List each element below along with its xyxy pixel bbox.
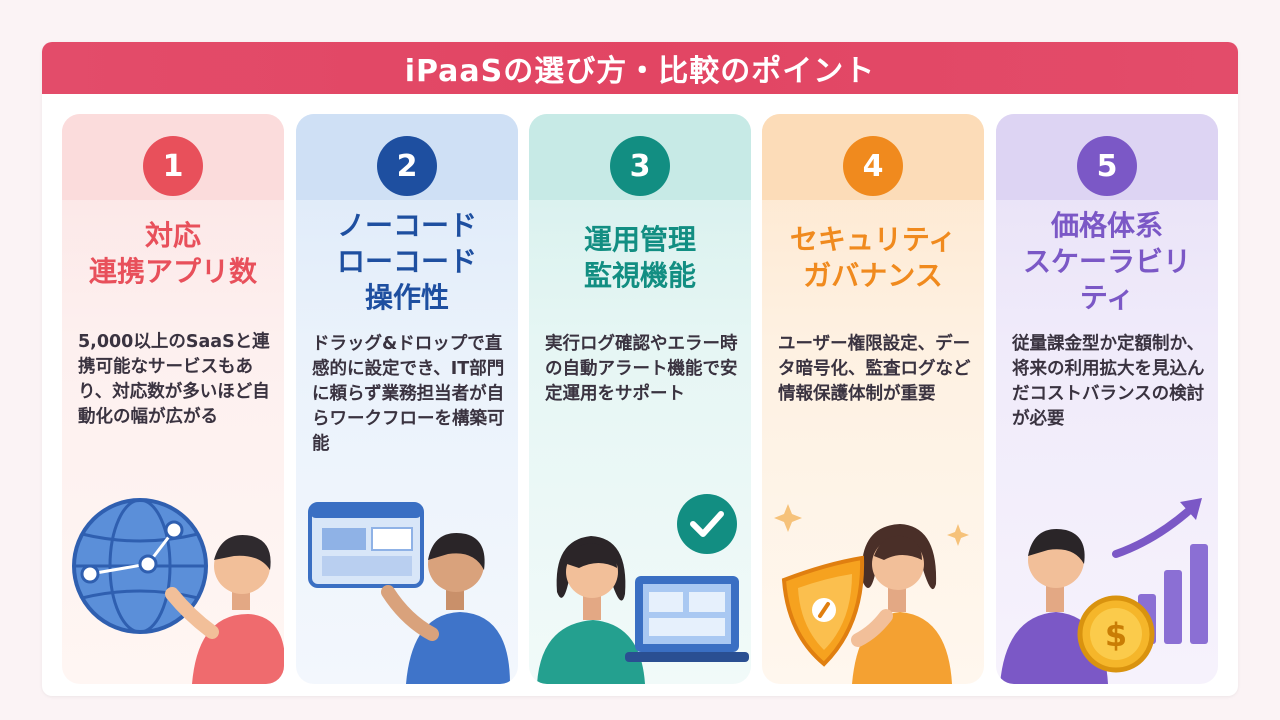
title-bar: iPaaSの選び方・比較のポイント xyxy=(42,42,1238,94)
number-badge: 4 xyxy=(843,136,903,196)
drag-drop-screen-icon xyxy=(308,502,510,684)
shield-icon xyxy=(774,504,969,684)
coin-growth-icon: $ xyxy=(1000,498,1208,684)
svg-text:$: $ xyxy=(1105,616,1127,654)
infographic-frame: iPaaSの選び方・比較のポイント 1 対応 連携アプリ数 5,000以上のSa… xyxy=(42,42,1238,696)
laptop-check-icon xyxy=(537,494,749,684)
card-title: 価格体系 スケーラビリ ティ xyxy=(1022,209,1191,314)
card-title: セキュリティ ガバナンス xyxy=(789,223,957,292)
number-badge: 1 xyxy=(143,136,203,196)
card-description: 実行ログ確認やエラー時の自動アラート機能で安定運用をサポート xyxy=(545,334,738,404)
card-title: 対応 連携アプリ数 xyxy=(88,219,257,288)
number-badge: 2 xyxy=(377,136,437,196)
card-description: 5,000以上のSaaSと連携可能なサービスもあり、対応数が多いほど自動化の幅が… xyxy=(78,332,270,427)
number-badge: 3 xyxy=(610,136,670,196)
card-title: 運用管理 監視機能 xyxy=(583,223,696,292)
card-description: ユーザー権限設定、データ暗号化、監査ログなど情報保護体制が重要 xyxy=(778,334,971,404)
point-card-5: 5 価格体系 スケーラビリ ティ 従量課金型か定額制か、将来の利用拡大を見込んだ… xyxy=(996,114,1218,684)
point-card-4: 4 セキュリティ ガバナンス ユーザー権限設定、データ暗号化、監査ログなど情報保… xyxy=(762,114,984,684)
page-title: iPaaSの選び方・比較のポイント xyxy=(404,54,876,89)
card-description: 従量課金型か定額制か、将来の利用拡大を見込んだコストバランスの検討が必要 xyxy=(1012,334,1205,429)
point-card-3: 3 運用管理 監視機能 実行ログ確認やエラー時の自動アラート機能で安定運用をサポ… xyxy=(529,114,751,684)
card-title: ノーコード ローコード 操作性 xyxy=(336,209,477,314)
point-card-1: 1 対応 連携アプリ数 5,000以上のSaaSと連携可能なサービスもあり、対応… xyxy=(62,114,284,684)
globe-network-icon xyxy=(72,498,284,684)
point-card-2: 2 ノーコード ローコード 操作性 ドラッグ&ドロップで直感的に設定でき、IT部… xyxy=(296,114,518,684)
card-description: ドラッグ&ドロップで直感的に設定でき、IT部門に頼らず業務担当者が自らワークフロ… xyxy=(312,334,505,454)
number-badge: 5 xyxy=(1077,136,1137,196)
